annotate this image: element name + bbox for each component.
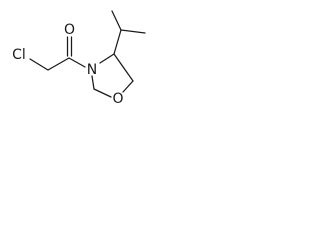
bond-ch-methyl-left: [111, 10, 122, 31]
atom-oxygen-carbonyl: O: [64, 22, 75, 38]
bond-c4-c5: [113, 53, 134, 82]
molecule-canvas: O Cl N O: [0, 0, 182, 125]
atom-nitrogen: N: [87, 62, 97, 78]
bond-c2-n: [91, 75, 95, 90]
bond-c4-ch: [113, 29, 122, 55]
structure-diagram: O Cl N O: [12, 10, 146, 107]
bond-c5-o1: [122, 80, 134, 93]
bond-ch-methyl-right: [120, 29, 146, 34]
atom-chlorine: Cl: [12, 47, 26, 63]
bond-o1-c2: [93, 88, 112, 98]
bond-carbonyl-n: [68, 57, 86, 68]
bond-n-c4: [99, 53, 115, 64]
atom-oxygen-ring: O: [112, 91, 123, 107]
bond-ch2-cl: [29, 58, 49, 71]
bond-carbonyl-ch2: [47, 57, 70, 71]
